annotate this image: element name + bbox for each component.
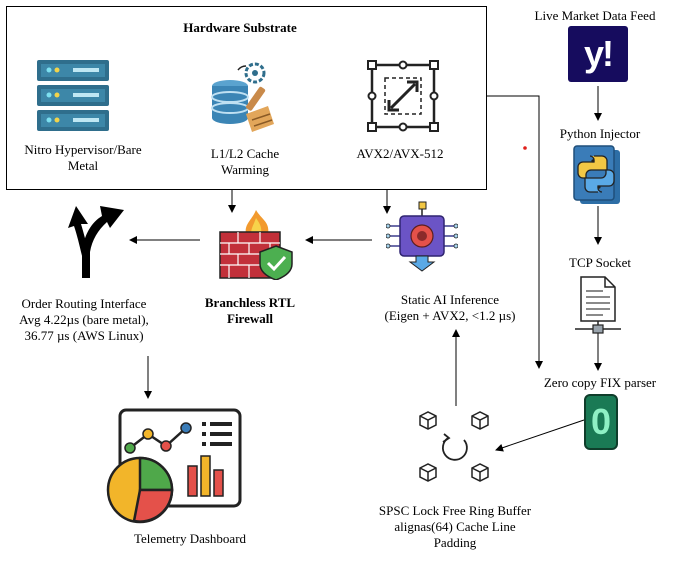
cube-cycle-icon (419, 411, 489, 482)
firewall-shield-icon (219, 210, 293, 280)
routing-label-3: 36.77 µs (AWS Linux) (24, 328, 144, 343)
python-logo-icon (573, 145, 620, 204)
telemetry-label: Telemetry Dashboard (133, 531, 247, 546)
nitro-hypervisor-label: Nitro Hypervisor/Bare Metal (24, 142, 142, 173)
server-rack-icon (37, 60, 109, 131)
vector-resize-icon (367, 60, 439, 132)
yahoo-logo-icon: y! (568, 26, 628, 82)
ring-buffer-label-3: Padding (433, 535, 477, 550)
python-injector-label: Python Injector (559, 126, 641, 141)
hardware-substrate-box (6, 6, 487, 190)
zero-glyph: 0 (590, 401, 612, 442)
inference-label-2: (Eigen + AVX2, <1.2 µs) (384, 308, 516, 323)
firewall-label-1: Branchless RTL (204, 295, 296, 310)
accent-dot (523, 146, 527, 150)
split-route-arrow-icon (68, 206, 124, 278)
cache-warming-label: L1/L2 Cache Warming (210, 146, 280, 177)
ring-buffer-label-1: SPSC Lock Free Ring Buffer (378, 503, 532, 518)
zero-block-icon: 0 (584, 394, 618, 450)
inference-label-1: Static AI Inference (400, 292, 500, 307)
network-file-icon (575, 276, 621, 334)
fix-parser-label: Zero copy FIX parser (543, 375, 657, 390)
arrow-fix-to-ringbuffer (495, 419, 585, 452)
ai-chip-icon (386, 201, 458, 272)
ring-buffer-label-2: alignas(64) Cache Line (394, 519, 516, 534)
routing-label-1: Order Routing Interface (21, 296, 147, 311)
firewall-label-2: Firewall (227, 311, 273, 326)
avx-label: AVX2/AVX-512 (356, 146, 444, 161)
dashboard-charts-icon (106, 408, 242, 524)
routing-label-2: Avg 4.22µs (bare metal), (19, 312, 149, 327)
line-substrate-to-fix (487, 95, 543, 369)
hardware-substrate-title: Hardware Substrate (183, 20, 297, 35)
live-feed-label: Live Market Data Feed (534, 8, 656, 23)
tcp-socket-label: TCP Socket (569, 255, 631, 270)
yahoo-logo-text: y! (583, 33, 614, 74)
database-brush-icon (211, 62, 274, 132)
